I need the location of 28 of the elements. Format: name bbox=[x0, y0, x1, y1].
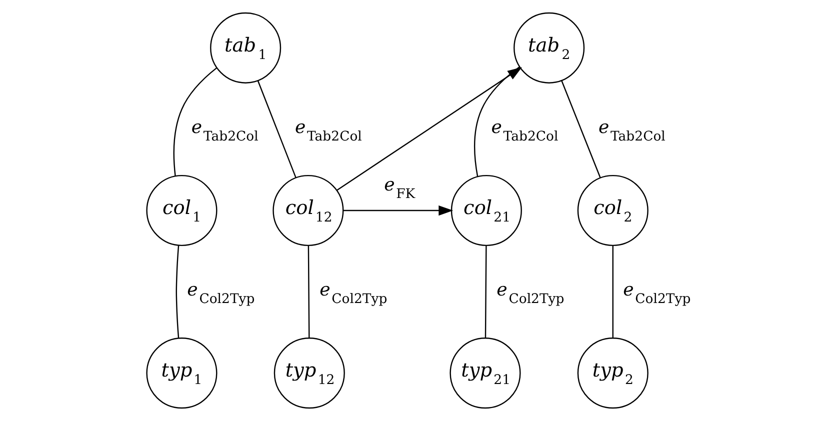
connector bbox=[172, 67, 217, 176]
node-circle: typ$_{1}$ bbox=[146, 338, 217, 409]
edge-label: e$_{FK}$ bbox=[384, 174, 415, 202]
connector bbox=[175, 245, 179, 338]
edge-label: e$_{Tab2Col}$ bbox=[598, 116, 665, 144]
connector bbox=[307, 246, 310, 338]
connector bbox=[256, 80, 296, 178]
node-circle: col$_{2}$ bbox=[576, 174, 648, 246]
arrow bbox=[342, 205, 453, 216]
edge-label: e$_{Col2Typ}$ bbox=[319, 279, 387, 307]
edge-label: e$_{Col2Typ}$ bbox=[186, 279, 254, 307]
edge-label: e$_{Tab2Col}$ bbox=[190, 116, 258, 144]
node-circle: typ$_{21}$ bbox=[449, 338, 520, 409]
connector bbox=[560, 80, 600, 178]
edge-label: e$_{Col2Typ}$ bbox=[496, 279, 564, 307]
node-circle: tab$_{1}$ bbox=[210, 12, 281, 84]
node-circle: col$_{1}$ bbox=[146, 174, 217, 246]
connector bbox=[474, 66, 520, 176]
connector bbox=[612, 246, 613, 338]
edge-label: e$_{Tab2Col}$ bbox=[294, 116, 362, 144]
node-circle: col$_{21}$ bbox=[450, 174, 522, 246]
node-circle: typ$_{12}$ bbox=[273, 338, 344, 409]
edge-label: e$_{Tab2Col}$ bbox=[490, 116, 558, 144]
node-circle: typ$_{2}$ bbox=[576, 338, 648, 409]
node-circle: tab$_{2}$ bbox=[513, 12, 584, 84]
node-circle: col$_{12}$ bbox=[272, 174, 344, 246]
connector bbox=[484, 246, 486, 338]
edge-label: e$_{Col2Typ}$ bbox=[622, 279, 690, 307]
